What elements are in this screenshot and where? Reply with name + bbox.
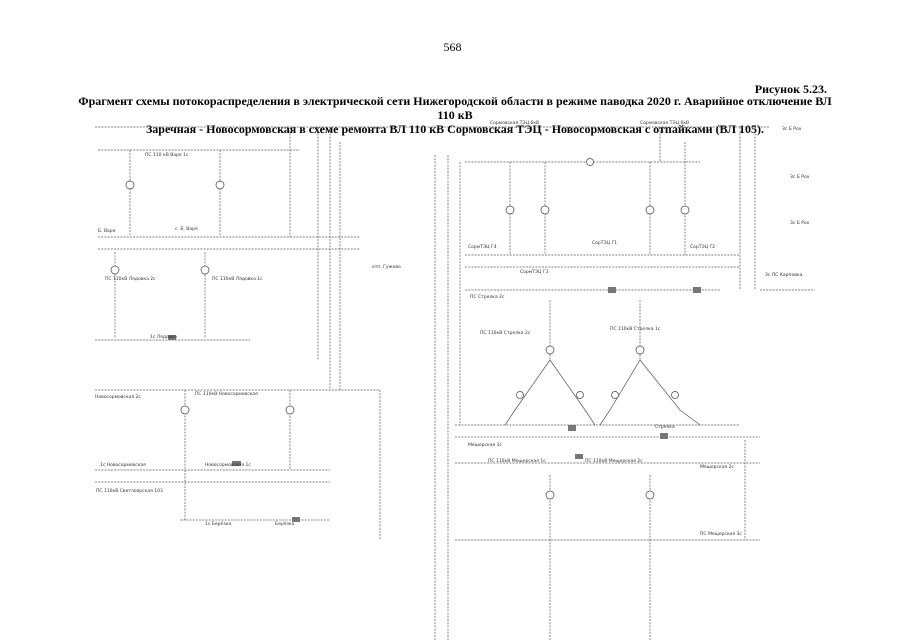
label-novosorm-bus: ПС 110кВ Новосормовская bbox=[195, 391, 258, 397]
label-karpovka: 3с ПС Карповка bbox=[765, 272, 803, 278]
page-number: 568 bbox=[443, 40, 462, 54]
label-novosorm-2c: 1с Новосормовская bbox=[100, 462, 146, 468]
label-right-top-1: 3с Б Рох bbox=[782, 126, 802, 132]
label-pk: ПС Мещерская 3с bbox=[700, 531, 742, 537]
label-top-bus-2: Сормовская ТЭЦ 6кВ bbox=[640, 120, 689, 126]
label-meshch-right: ПС 110кВ Мещерская 2с bbox=[585, 458, 643, 464]
label-strelka-mid: Стрелка bbox=[655, 424, 675, 430]
figure-label: Рисунок 5.23. bbox=[754, 82, 827, 96]
label-right-top-3: 3с Б Рох bbox=[790, 220, 810, 226]
label-berezh: 1с Берёзка bbox=[205, 521, 231, 527]
label-gen-g3: СормТЭЦ Г3 bbox=[520, 269, 549, 275]
caption-line-1: Фрагмент схемы потокораспределения в эле… bbox=[78, 94, 832, 122]
label-otp: отп. Гужево bbox=[372, 264, 401, 270]
label-lyadovo-bottom: 1с Лядовка bbox=[150, 334, 177, 340]
label-novosorm-left: Новосормовская 2с bbox=[95, 394, 141, 400]
label-lyadovo-left: ПС 110кВ Лядовка 2с bbox=[105, 276, 156, 282]
label-novosorm-right: Новосормовская 1с bbox=[205, 462, 251, 468]
figure-caption: Фрагмент схемы потокораспределения в эле… bbox=[70, 94, 840, 136]
label-gen-g1: СорТЭЦ Г1 bbox=[592, 240, 617, 246]
transformer-branches bbox=[504, 359, 701, 426]
label-berezh-2: Берёзка bbox=[275, 521, 295, 527]
label-strelka-left: ПС 110кВ Стрелка 2с bbox=[480, 330, 531, 336]
label-lyadovo-right: ПС 110кВ Лядовка 1с bbox=[212, 276, 263, 282]
caption-line-2: Заречная - Новосормовская в схеме ремонт… bbox=[145, 122, 765, 136]
label-gen-g2: СорТЭЦ Г2 bbox=[690, 244, 715, 250]
label-strelka-right: ПС 110кВ Стрелка 1с bbox=[610, 326, 661, 332]
label-novosorm-bottom: ПС 110кВ Светлоярская 103 bbox=[96, 488, 163, 494]
label-right-top-2: 3с Б Рох bbox=[790, 174, 810, 180]
equipment-symbols bbox=[110, 158, 690, 500]
label-strelka-bus: ПС Стрелка 2с bbox=[470, 294, 505, 300]
label-meshch-right-far: Мещерская 2с bbox=[700, 464, 734, 470]
bus-lines bbox=[95, 126, 815, 640]
label-vare-bus: ПС 110 кВ Варя 1с bbox=[145, 152, 189, 158]
label-top-bus: Сормовская ТЭЦ 6кВ bbox=[490, 120, 539, 126]
switch-markers bbox=[168, 287, 701, 522]
diagram-labels: Сормовская ТЭЦ 6кВ Сормовская ТЭЦ 6кВ ПС… bbox=[95, 120, 810, 537]
label-meshch-bus: Мещерская 1с bbox=[468, 442, 502, 448]
label-meshch-left: ПС 110кВ Мещерская 1с bbox=[488, 458, 546, 464]
label-vare-left: Б. Варя bbox=[98, 228, 116, 234]
label-gen-g4: СормТЭЦ Г4 bbox=[468, 244, 497, 250]
label-vare-bottom: с. Б. Варя bbox=[175, 226, 198, 232]
